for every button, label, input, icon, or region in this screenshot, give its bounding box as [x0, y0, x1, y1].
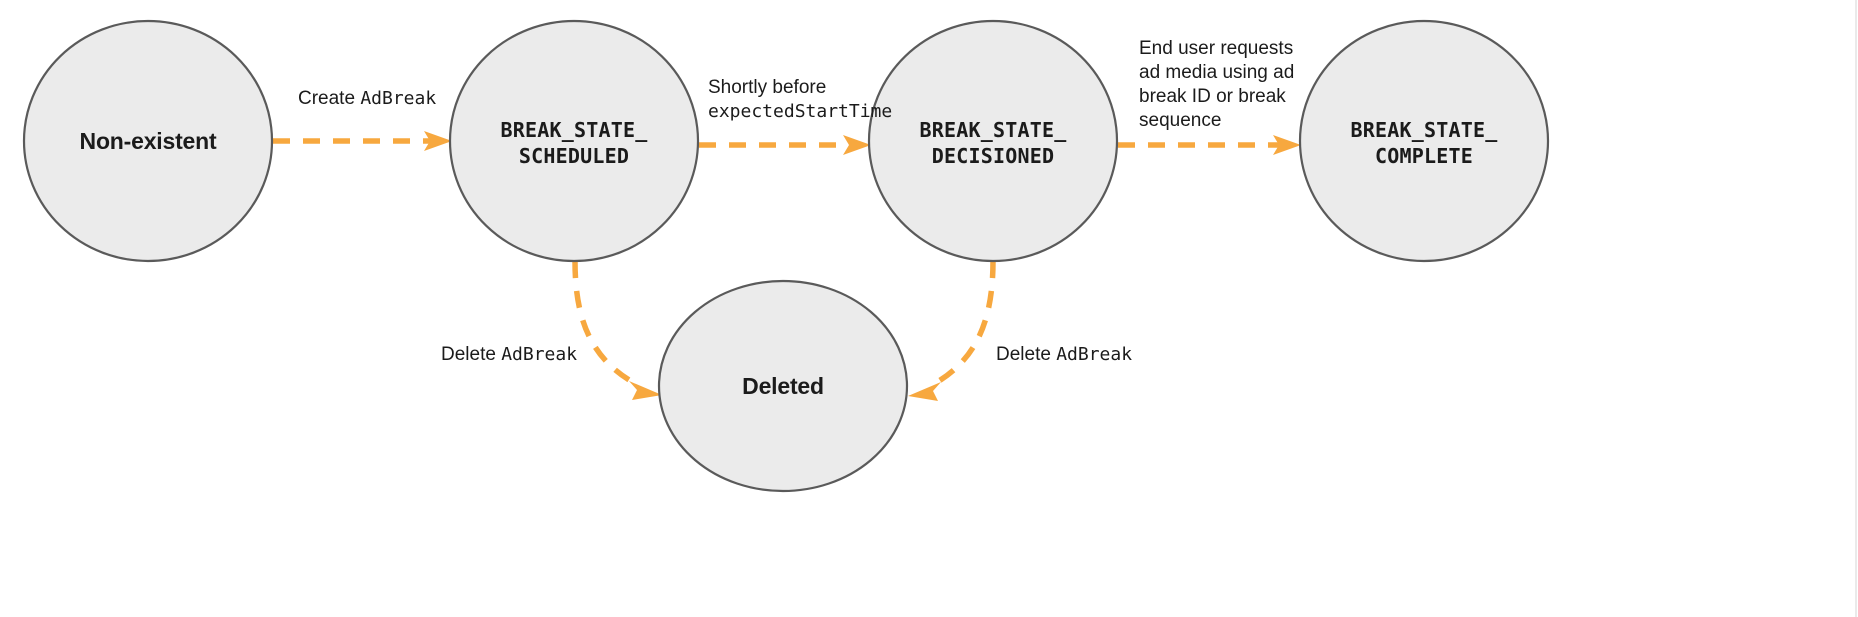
- edge-label-delete-from-scheduled-text: Delete AdBreak: [441, 344, 577, 365]
- edge-label-delete-from-decisioned-run0: Delete: [996, 344, 1056, 365]
- node-non-existent-label: Non-existent: [80, 128, 217, 154]
- node-break-state-scheduled-shape[interactable]: [448, 19, 700, 263]
- node-break-state-decisioned-label-line2: DECISIONED: [932, 144, 1054, 168]
- edge-label-end-user-requests: End user requests ad media using ad brea…: [1139, 38, 1294, 131]
- node-non-existent-shape[interactable]: [22, 19, 274, 263]
- node-break-state-complete-label-line2: COMPLETE: [1375, 144, 1473, 168]
- node-break-state-decisioned[interactable]: BREAK_STATE_ DECISIONED: [867, 19, 1119, 263]
- edge-label-create-adbreak: Create AdBreak: [298, 88, 436, 109]
- node-break-state-scheduled-label-line1: BREAK_STATE_: [501, 118, 649, 142]
- edge-label-shortly-before: Shortly before expectedStartTime: [708, 77, 892, 122]
- node-break-state-decisioned-shape[interactable]: [867, 19, 1119, 263]
- edge-shortly-before-expected-start-time: [699, 135, 871, 155]
- edge-label-delete-from-decisioned-run1: AdBreak: [1056, 344, 1132, 365]
- edge-delete-from-decisioned-line: [930, 260, 996, 388]
- edge-create-adbreak: [273, 131, 452, 151]
- edge-label-shortly-before-line1: Shortly before: [708, 77, 826, 98]
- edge-label-delete-from-scheduled-run0: Delete: [441, 344, 501, 365]
- node-break-state-decisioned-label-line1: BREAK_STATE_: [920, 118, 1068, 142]
- node-deleted-shape[interactable]: [657, 279, 909, 493]
- edge-delete-from-scheduled-arrowhead: [629, 381, 662, 400]
- edge-label-end-user-requests-line4: sequence: [1139, 110, 1221, 131]
- edge-label-create-adbreak-text: Create AdBreak: [298, 88, 436, 109]
- edge-delete-from-scheduled-line: [572, 260, 640, 388]
- edge-end-user-requests-ad-media: [1118, 135, 1301, 155]
- node-break-state-complete-shape[interactable]: [1298, 19, 1550, 263]
- node-break-state-scheduled-label-line2: SCHEDULED: [519, 144, 629, 168]
- edge-label-delete-adbreak-from-scheduled: Delete AdBreak: [441, 344, 577, 365]
- edge-label-end-user-requests-line2: ad media using ad: [1139, 62, 1294, 83]
- edge-label-delete-adbreak-from-decisioned: Delete AdBreak: [996, 344, 1132, 365]
- edge-end-user-requests-arrowhead: [1273, 135, 1301, 155]
- edge-shortly-before-arrowhead: [843, 135, 871, 155]
- node-deleted-label: Deleted: [742, 373, 824, 399]
- edge-label-delete-from-decisioned-text: Delete AdBreak: [996, 344, 1132, 365]
- edge-label-create-adbreak-run1: AdBreak: [360, 88, 436, 109]
- edge-delete-adbreak-from-scheduled: [572, 260, 662, 400]
- edge-create-adbreak-arrowhead: [424, 131, 452, 151]
- node-deleted[interactable]: Deleted: [657, 279, 909, 493]
- edge-label-delete-from-scheduled-run1: AdBreak: [501, 344, 577, 365]
- node-break-state-scheduled[interactable]: BREAK_STATE_ SCHEDULED: [448, 19, 700, 263]
- edge-delete-from-decisioned-arrowhead: [908, 382, 941, 401]
- edge-delete-adbreak-from-decisioned: [908, 260, 996, 401]
- edge-label-end-user-requests-line1: End user requests: [1139, 38, 1293, 59]
- edge-label-expected-start-time-line2: expectedStartTime: [708, 101, 892, 122]
- node-non-existent[interactable]: Non-existent: [22, 19, 274, 263]
- node-break-state-complete[interactable]: BREAK_STATE_ COMPLETE: [1298, 19, 1550, 263]
- edge-label-create-adbreak-run0: Create: [298, 88, 360, 109]
- node-break-state-complete-label-line1: BREAK_STATE_: [1351, 118, 1499, 142]
- edge-label-end-user-requests-line3: break ID or break: [1139, 86, 1286, 107]
